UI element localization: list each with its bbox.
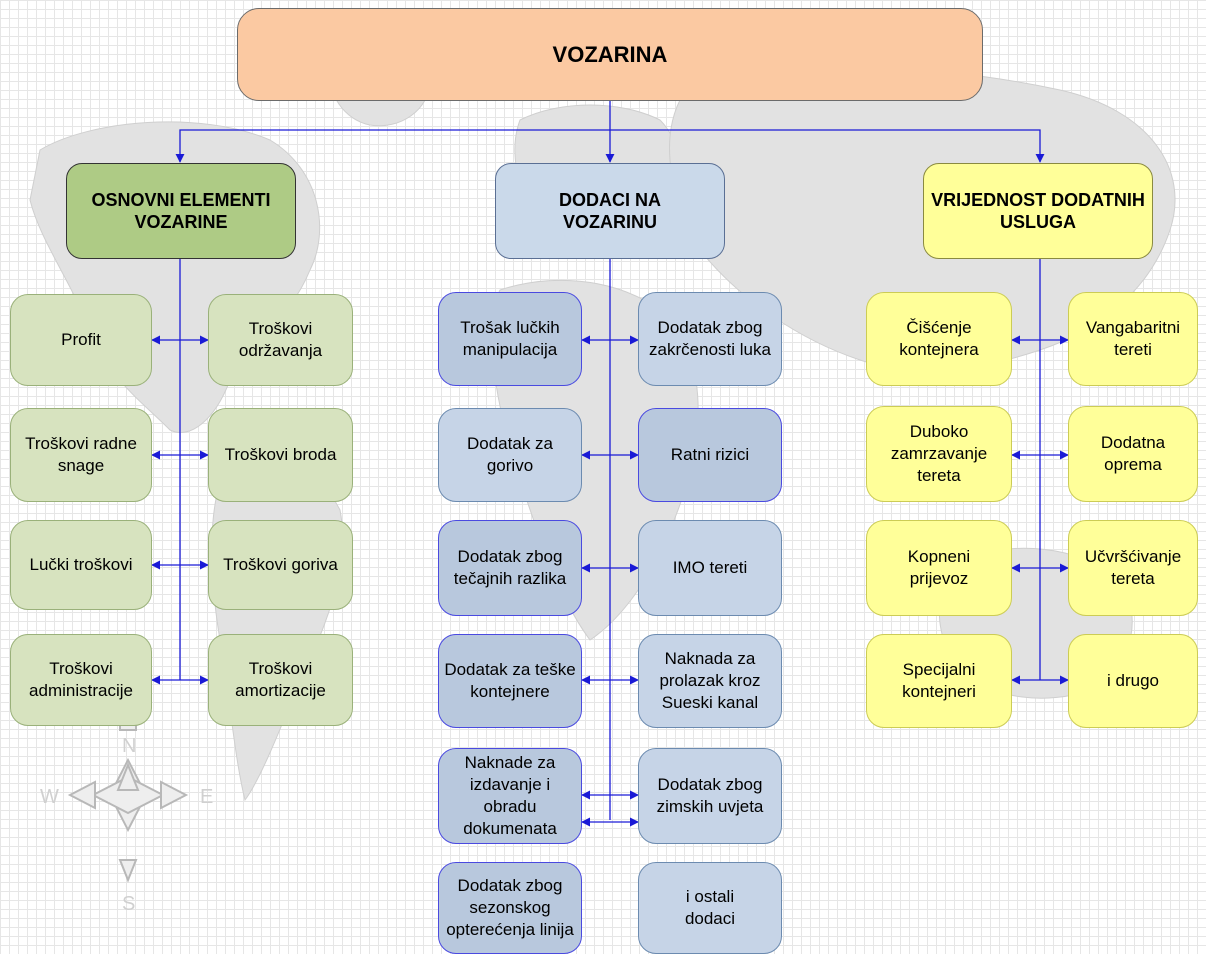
node-label: Dodatna oprema (1100, 433, 1166, 474)
node-label: Učvršćivanje tereta (1084, 547, 1182, 588)
node-specijalni-kontejneri: Specijalni kontejneri (866, 634, 1012, 728)
node-label: Trošak lučkih manipulacija (460, 318, 560, 359)
node-label: Duboko zamrzavanje tereta (890, 422, 988, 485)
node-lucki-troskovi: Lučki troškovi (10, 520, 152, 610)
node-dodatna-oprema: Dodatna oprema (1068, 406, 1198, 502)
header-label: VRIJEDNOST DODATNIH USLUGA (931, 190, 1145, 232)
node-troskovi-broda: Troškovi broda (208, 408, 353, 502)
node-label: i ostali dodaci (684, 887, 736, 928)
header-vrijednost-usluga: VRIJEDNOST DODATNIH USLUGA (923, 163, 1153, 259)
node-label: Troškovi goriva (223, 555, 338, 574)
node-label: Troškovi administracije (29, 659, 133, 700)
node-duboko-zamrzavanje: Duboko zamrzavanje tereta (866, 406, 1012, 502)
node-label: Vangabaritni tereti (1085, 318, 1181, 359)
node-label: Dodatak zbog zakrčenosti luka (649, 318, 771, 359)
header-osnovni-elementi: OSNOVNI ELEMENTI VOZARINE (66, 163, 296, 259)
node-label: Ratni rizici (670, 445, 750, 464)
svg-text:N: N (122, 735, 136, 757)
node-troskovi-administracije: Troškovi administracije (10, 634, 152, 726)
node-label: Naknade za izdavanje i obradu dokumenata (463, 753, 557, 838)
node-label: Naknada za prolazak kroz Sueski kanal (659, 649, 761, 712)
svg-text:S: S (122, 893, 135, 915)
node-label: Čišćenje kontejnera (899, 318, 979, 359)
node-troskovi-amortizacije: Troškovi amortizacije (208, 634, 353, 726)
node-dodatak-za-gorivo: Dodatak za gorivo (438, 408, 582, 502)
node-dodatak-sezonskog-opterecenja: Dodatak zbog sezonskog opterećenja linij… (438, 862, 582, 954)
node-ostali-dodaci: i ostali dodaci (638, 862, 782, 954)
header-label: OSNOVNI ELEMENTI VOZARINE (91, 190, 271, 232)
node-troskovi-radne-snage: Troškovi radne snage (10, 408, 152, 502)
node-label: Kopneni prijevoz (907, 547, 971, 588)
node-label: Dodatak za gorivo (467, 434, 553, 475)
node-label: Dodatak zbog sezonskog opterećenja linij… (446, 876, 574, 939)
title-label: VOZARINA (552, 41, 668, 67)
node-label: Dodatak zbog tečajnih razlika (453, 547, 567, 588)
node-label: Specijalni kontejneri (902, 660, 976, 701)
node-kopneni-prijevoz: Kopneni prijevoz (866, 520, 1012, 616)
node-label: IMO tereti (672, 558, 748, 577)
node-naknada-sueski-kanal: Naknada za prolazak kroz Sueski kanal (638, 634, 782, 728)
node-ucvrscivanje-tereta: Učvršćivanje tereta (1068, 520, 1198, 616)
node-troskovi-goriva: Troškovi goriva (208, 520, 353, 610)
node-label: Lučki troškovi (29, 555, 133, 574)
header-label: DODACI NA VOZARINU (559, 190, 661, 232)
node-label: Troškovi broda (224, 445, 337, 464)
node-label: Profit (61, 330, 101, 349)
node-label: Troškovi radne snage (25, 434, 137, 475)
node-dodatak-tecajnih-razlika: Dodatak zbog tečajnih razlika (438, 520, 582, 616)
node-profit: Profit (10, 294, 152, 386)
svg-text:E: E (200, 786, 213, 808)
svg-text:W: W (40, 786, 59, 808)
node-trosak-luckih-manipulacija: Trošak lučkih manipulacija (438, 292, 582, 386)
node-label: Troškovi održavanja (238, 319, 323, 360)
node-vangabaritni-tereti: Vangabaritni tereti (1068, 292, 1198, 386)
node-naknade-dokumenata: Naknade za izdavanje i obradu dokumenata (438, 748, 582, 844)
node-label: Dodatak za teške kontejnere (444, 660, 576, 701)
node-dodatak-teske-kontejnere: Dodatak za teške kontejnere (438, 634, 582, 728)
node-troskovi-odrzavanja: Troškovi održavanja (208, 294, 353, 386)
node-label: Dodatak zbog zimskih uvjeta (656, 775, 764, 816)
node-label: Troškovi amortizacije (235, 659, 326, 700)
header-dodaci: DODACI NA VOZARINU (495, 163, 725, 259)
node-imo-tereti: IMO tereti (638, 520, 782, 616)
node-dodatak-zimskih-uvjeta: Dodatak zbog zimskih uvjeta (638, 748, 782, 844)
node-ciscenje-kontejnera: Čišćenje kontejnera (866, 292, 1012, 386)
node-label: i drugo (1107, 671, 1159, 690)
node-ratni-rizici: Ratni rizici (638, 408, 782, 502)
node-dodatak-zakrcenosti-luka: Dodatak zbog zakrčenosti luka (638, 292, 782, 386)
node-i-drugo: i drugo (1068, 634, 1198, 728)
title-box: VOZARINA (237, 8, 983, 101)
